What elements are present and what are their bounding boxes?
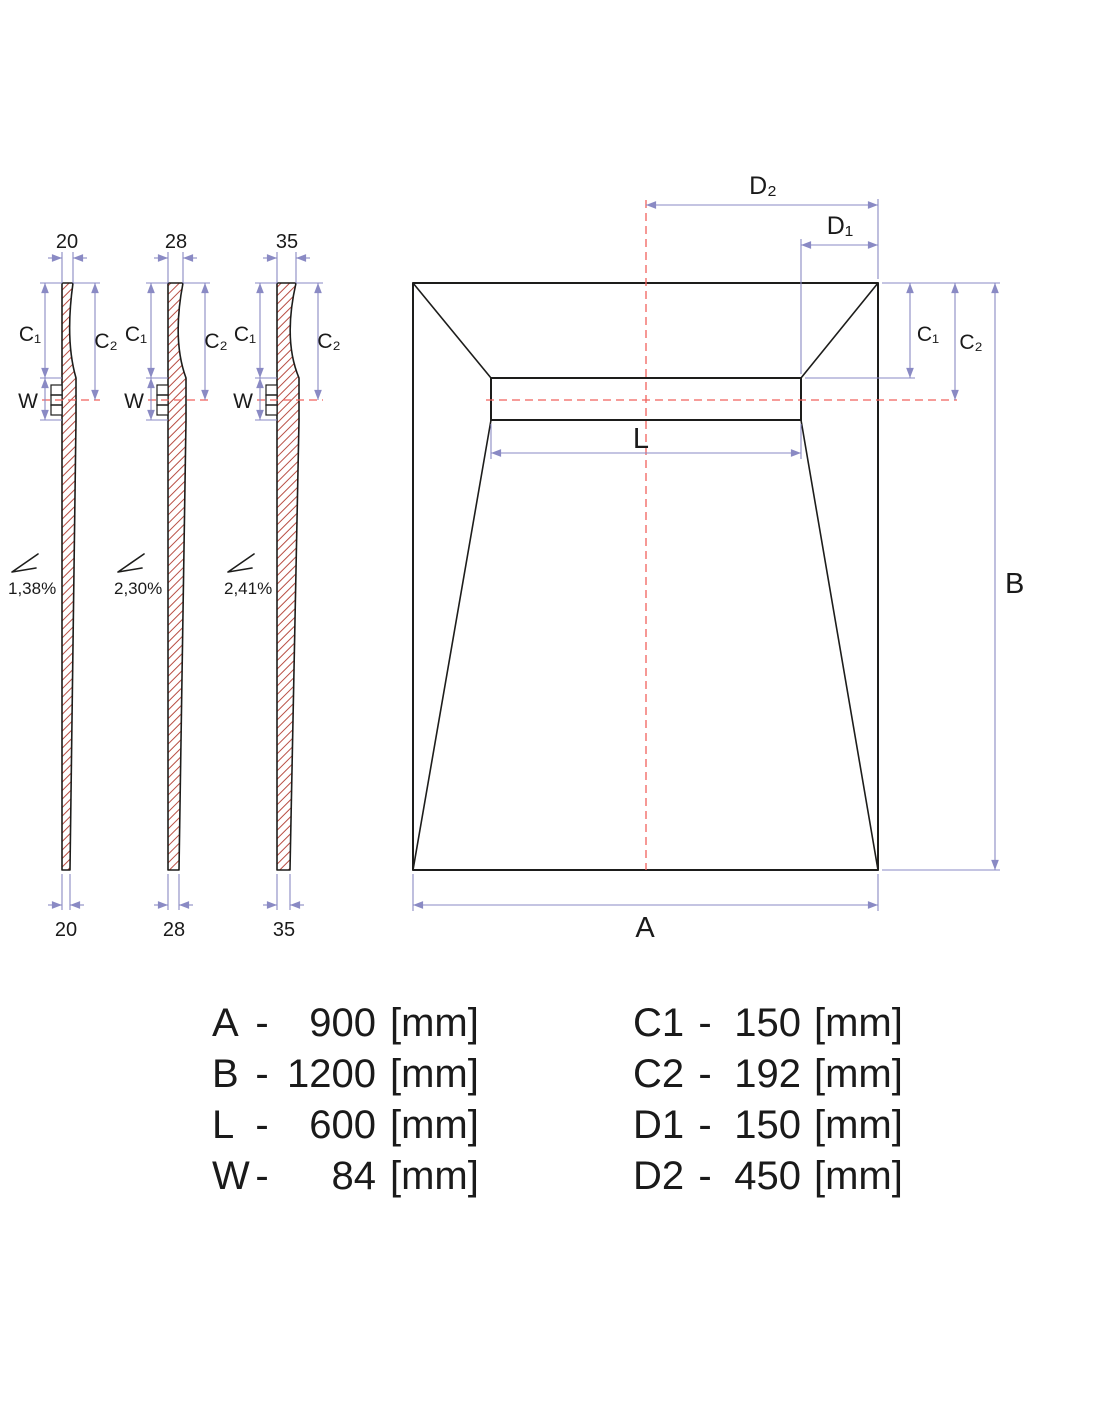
row-d1-unit: [mm] — [814, 1103, 903, 1147]
row-c1-sep: - — [698, 1001, 711, 1045]
section-2-profile-body — [167, 282, 187, 871]
row-b-sep: - — [255, 1052, 268, 1096]
table-row-c1: C1 - 150 [mm] — [633, 1001, 903, 1045]
table-row-b: B - 1200 [mm] — [212, 1052, 479, 1096]
section-1-w-label: W — [18, 390, 38, 413]
row-d1-sep: - — [698, 1103, 711, 1147]
l-label: L — [633, 423, 649, 455]
slope-fold-lines — [412, 282, 879, 871]
row-b-label: B — [212, 1052, 239, 1096]
row-d2-value: 450 — [734, 1154, 801, 1198]
section-1-extension-lines — [40, 252, 100, 910]
row-a-sep: - — [255, 1001, 268, 1045]
row-c2-label: C2 — [633, 1052, 684, 1096]
row-l-unit: [mm] — [390, 1103, 479, 1147]
row-c1-value: 150 — [734, 1001, 801, 1045]
row-d2-sep: - — [698, 1154, 711, 1198]
row-c1-label: C1 — [633, 1001, 684, 1045]
section-3-drain-flange-lines — [265, 394, 278, 406]
section-3-extension-lines — [255, 252, 323, 910]
table-row-a: A - 900 [mm] — [212, 1001, 479, 1045]
section-3-c1-label: C₁ — [234, 323, 256, 346]
table-row-w: W - 84 [mm] — [212, 1154, 479, 1198]
table-row-c2: C2 - 192 [mm] — [633, 1052, 903, 1096]
section-3-slope-icon — [227, 553, 255, 573]
section-view-3: 35 C₁ C₂ W 2,41% 35 — [224, 231, 341, 941]
row-a-unit: [mm] — [390, 1001, 479, 1045]
row-d2-label: D2 — [633, 1154, 684, 1198]
row-c1-unit: [mm] — [814, 1001, 903, 1045]
section-1-bottom-width-label: 20 — [55, 919, 77, 941]
row-w-value: 84 — [332, 1154, 377, 1198]
section-1-profile-body — [61, 282, 77, 871]
row-b-unit: [mm] — [390, 1052, 479, 1096]
section-2-extension-lines — [146, 252, 210, 910]
section-1-drain-flange-lines — [50, 394, 63, 406]
section-1-slope-icon — [11, 553, 39, 573]
section-1-slope-label: 1,38% — [8, 579, 56, 598]
section-1-top-width-label: 20 — [56, 231, 78, 253]
section-3-bottom-width-label: 35 — [273, 919, 295, 941]
a-label: A — [635, 912, 655, 944]
row-c2-unit: [mm] — [814, 1052, 903, 1096]
row-l-value: 600 — [309, 1103, 376, 1147]
b-label: B — [1005, 568, 1024, 600]
row-d1-label: D1 — [633, 1103, 684, 1147]
plan-c2-label: C₂ — [959, 331, 982, 354]
row-b-value: 1200 — [287, 1052, 376, 1096]
row-l-sep: - — [255, 1103, 268, 1147]
section-1-c2-label: C₂ — [94, 330, 117, 353]
drain-channel — [490, 377, 802, 421]
row-a-value: 900 — [309, 1001, 376, 1045]
row-w-sep: - — [255, 1154, 268, 1198]
section-2-bottom-width-label: 28 — [163, 919, 185, 941]
plan-view: D₂ D₁ C₁ C₂ B L A — [412, 172, 1024, 944]
section-2-top-width-label: 28 — [165, 231, 187, 253]
row-l-label: L — [212, 1103, 234, 1147]
section-1-c1-label: C₁ — [19, 323, 41, 346]
row-a-label: A — [212, 1001, 239, 1045]
row-d1-value: 150 — [734, 1103, 801, 1147]
section-2-w-label: W — [124, 390, 144, 413]
section-view-2: 28 C₁ C₂ W 2,30% 28 — [114, 231, 228, 941]
table-row-d2: D2 - 450 [mm] — [633, 1154, 903, 1198]
row-d2-unit: [mm] — [814, 1154, 903, 1198]
section-3-profile-body — [276, 282, 300, 871]
section-2-slope-label: 2,30% — [114, 579, 162, 598]
section-2-drain-flange-lines — [156, 394, 169, 406]
plan-c1-label: C₁ — [917, 323, 939, 346]
d1-label: D₁ — [827, 212, 854, 240]
section-3-slope-label: 2,41% — [224, 579, 272, 598]
plan-extension-lines — [412, 199, 1000, 911]
section-2-slope-icon — [117, 553, 145, 573]
section-3-top-width-label: 35 — [276, 231, 298, 253]
section-2-c2-label: C₂ — [204, 330, 227, 353]
table-row-d1: D1 - 150 [mm] — [633, 1103, 903, 1147]
section-2-c1-label: C₁ — [125, 323, 147, 346]
table-row-l: L - 600 [mm] — [212, 1103, 479, 1147]
dimension-table: A - 900 [mm] B - 1200 [mm] L - 600 [mm] … — [212, 1001, 903, 1198]
section-view-1: 20 C₁ C₂ W 1,38% 20 — [8, 231, 118, 941]
d2-label: D₂ — [749, 172, 777, 200]
section-3-w-label: W — [233, 390, 253, 413]
section-3-c2-label: C₂ — [317, 330, 340, 353]
row-c2-value: 192 — [734, 1052, 801, 1096]
row-c2-sep: - — [698, 1052, 711, 1096]
row-w-unit: [mm] — [390, 1154, 479, 1198]
row-w-label: W — [212, 1154, 250, 1198]
